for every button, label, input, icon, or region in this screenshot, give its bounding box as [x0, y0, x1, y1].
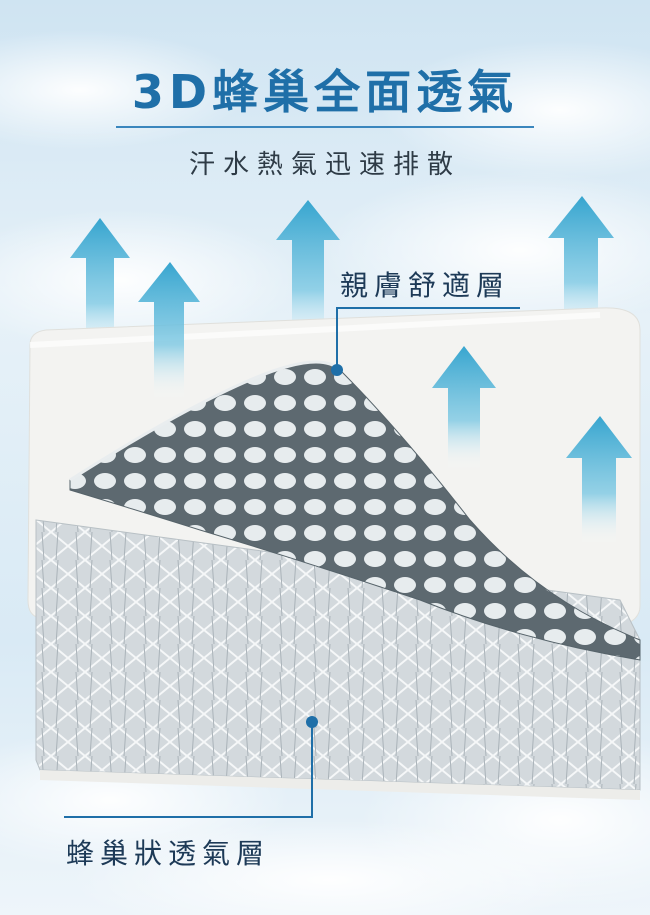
up-arrow-icon [276, 200, 340, 350]
up-arrow-icon [548, 196, 614, 340]
cloud-decoration [320, 170, 650, 330]
headline-subtitle: 汗水熱氣迅速排散 [188, 150, 461, 180]
top-layer-leader-line [336, 307, 520, 370]
headline-title: 3D蜂巢全面透氣 [131, 65, 519, 119]
honeycomb-layer-label: 蜂巢狀透氣層 [66, 837, 271, 870]
up-arrow-icon [138, 262, 200, 400]
title-divider [116, 126, 534, 128]
up-arrow-icon [432, 346, 496, 470]
up-arrow-icon [566, 416, 632, 545]
cloud-decoration [0, 210, 300, 350]
comfort-layer-label: 親膚舒適層 [340, 269, 511, 302]
bottom-layer-leader-line [64, 722, 313, 818]
cloud-decoration [380, 40, 650, 180]
bottom-layer-dot [306, 716, 318, 728]
top-layer-dot [331, 364, 343, 376]
cloud-decoration [70, 820, 590, 915]
up-arrow-icon [70, 218, 130, 360]
cloud-decoration [0, 30, 250, 150]
